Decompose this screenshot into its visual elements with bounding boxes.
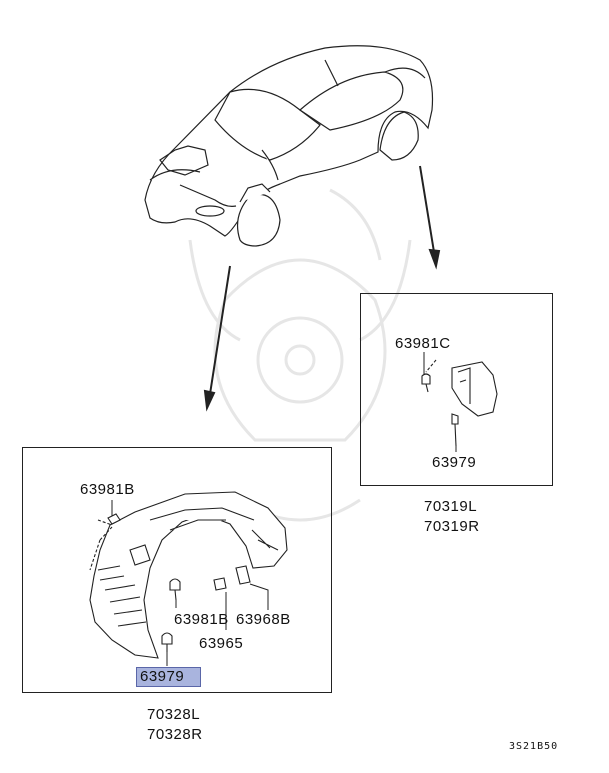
part-number-63979-mudguard[interactable]: 63979 (432, 454, 477, 471)
left-liner-box (22, 447, 332, 693)
part-number-63965[interactable]: 63965 (199, 635, 244, 652)
assembly-number-70319l[interactable]: 70319L (424, 498, 478, 515)
part-number-63981c[interactable]: 63981C (395, 335, 451, 352)
diagram-code: 3S21B50 (509, 741, 559, 752)
assembly-number-70319r[interactable]: 70319R (424, 518, 480, 535)
wheel-liner-drawing (89, 491, 288, 659)
leader-lines (111, 352, 457, 666)
part-number-63981b-top[interactable]: 63981B (80, 481, 135, 498)
mudguard-drawing (421, 359, 498, 447)
part-number-63979-highlighted[interactable]: 63979 (136, 667, 202, 687)
right-mudguard-box (360, 293, 553, 486)
pointer-arrows (203, 165, 441, 412)
part-number-63968b[interactable]: 63968B (236, 611, 291, 628)
part-number-63981b-mid[interactable]: 63981B (174, 611, 229, 628)
assembly-number-70328r[interactable]: 70328R (147, 726, 203, 743)
assembly-number-70328l[interactable]: 70328L (147, 706, 201, 723)
watermark-seal (188, 188, 412, 522)
car-body (144, 45, 434, 247)
